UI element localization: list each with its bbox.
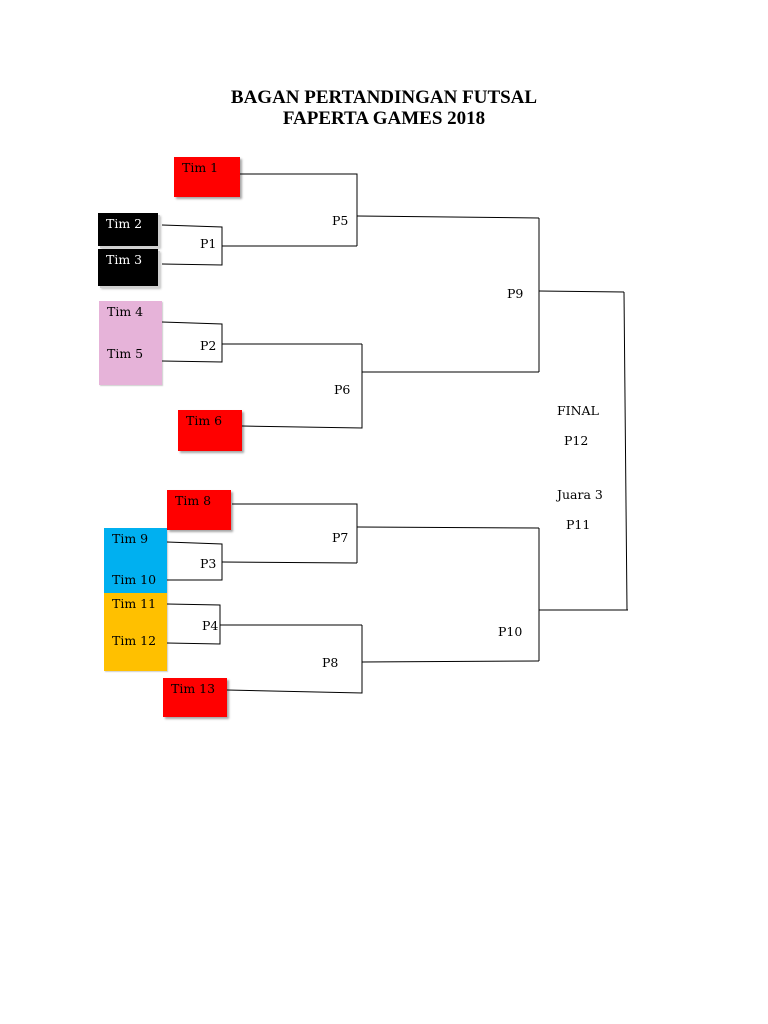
match-label-p9: P9 <box>507 286 524 301</box>
team-box-tim-12: Tim 12 <box>104 630 167 671</box>
page-subtitle: FAPERTA GAMES 2018 <box>282 108 486 129</box>
third-place-match-label: P11 <box>566 517 591 532</box>
team-box-tim-8: Tim 8 <box>167 490 231 530</box>
bracket-line-p9-out <box>538 290 625 293</box>
bracket-line-p8 <box>226 625 363 694</box>
team-box-tim-11: Tim 11 <box>104 593 167 630</box>
match-label-p1: P1 <box>200 236 217 251</box>
match-label-p8: P8 <box>322 655 339 670</box>
match-label-p4: P4 <box>202 618 219 633</box>
bracket-line-p3-out <box>221 561 358 564</box>
bracket-line-p8-out <box>361 660 540 663</box>
team-box-tim-10: Tim 10 <box>104 566 167 593</box>
team-box-tim-2: Tim 2 <box>98 213 158 246</box>
page-title: BAGAN PERTANDINGAN FUTSAL <box>230 87 538 108</box>
third-place-label: Juara 3 <box>557 487 603 502</box>
team-box-tim-9: Tim 9 <box>104 528 167 566</box>
team-box-tim-1: Tim 1 <box>174 157 240 197</box>
match-label-p7: P7 <box>332 530 349 545</box>
match-label-p2: P2 <box>200 338 217 353</box>
bracket-line-p5 <box>237 173 358 246</box>
final-match-label: P12 <box>564 433 589 448</box>
bracket-line-p2 <box>161 321 223 363</box>
bracket-line-final <box>623 291 628 611</box>
bracket-line-p5-out <box>356 215 540 219</box>
team-box-tim-3: Tim 3 <box>98 249 158 286</box>
bracket-line-p7-out <box>356 526 540 529</box>
team-box-tim-5: Tim 5 <box>99 343 162 385</box>
match-label-p3: P3 <box>200 556 217 571</box>
match-label-p5: P5 <box>332 213 349 228</box>
bracket-line-p7 <box>232 503 358 563</box>
match-label-p10: P10 <box>498 624 523 639</box>
team-box-tim-13: Tim 13 <box>163 678 227 717</box>
match-label-p6: P6 <box>334 382 351 397</box>
final-label: FINAL <box>557 403 599 418</box>
team-box-tim-4: Tim 4 <box>99 301 162 343</box>
team-box-tim-6: Tim 6 <box>178 410 242 451</box>
